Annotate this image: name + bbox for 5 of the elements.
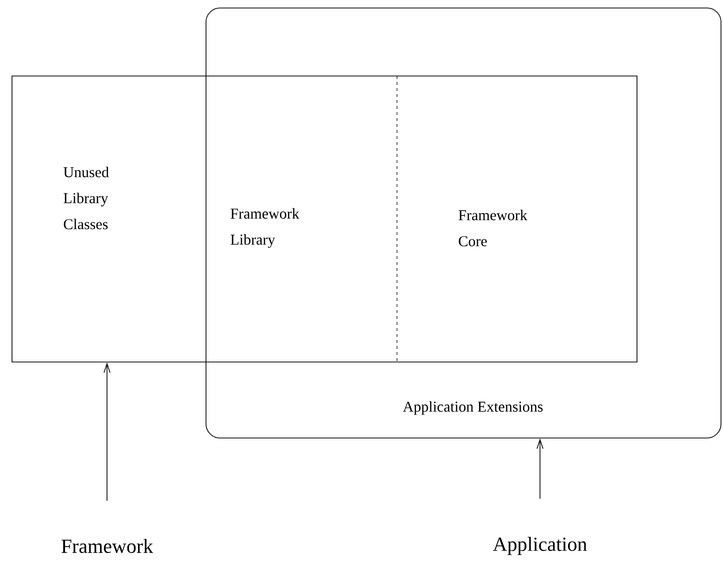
framework-label: Framework (62, 538, 154, 554)
application-label: Application (492, 536, 587, 556)
arrow (536, 438, 544, 500)
arrow (104, 362, 110, 502)
framework-box: Unused Library Classes Framework Library Framework Core (12, 76, 638, 362)
